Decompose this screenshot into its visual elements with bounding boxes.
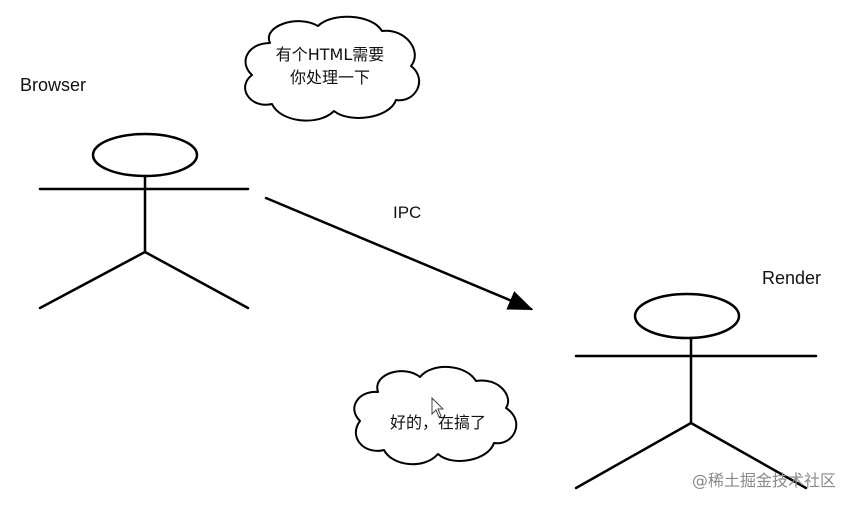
- bubble-reply: 好的，在搞了: [353, 365, 518, 466]
- message-ipc-label: IPC: [393, 203, 421, 222]
- message-ipc: IPC: [264, 196, 534, 311]
- actor-render: Render: [574, 268, 821, 490]
- bubble-request-line-2: 你处理一下: [290, 68, 370, 87]
- bubble-reply-cloud: [353, 365, 518, 466]
- actor-browser: Browser: [20, 75, 250, 310]
- watermark: @稀土掘金技术社区: [692, 471, 836, 490]
- mouse-cursor-icon: [431, 396, 445, 418]
- actor-browser-label: Browser: [20, 75, 86, 95]
- bubble-reply-text: 好的，在搞了: [390, 413, 486, 432]
- actor-render-head: [633, 292, 741, 340]
- bubble-request-line-1: 有个HTML需要: [276, 45, 385, 64]
- actor-browser-head: [91, 132, 199, 178]
- message-ipc-arrow: [264, 196, 534, 311]
- bubble-request-cloud: [244, 15, 421, 122]
- actor-render-right-leg: [689, 421, 808, 490]
- actor-render-label: Render: [762, 268, 821, 288]
- actor-browser-right-leg: [143, 250, 250, 310]
- actor-render-left-leg: [574, 421, 693, 490]
- actor-browser-left-leg: [38, 250, 147, 310]
- bubble-request: 有个HTML需要 你处理一下: [244, 15, 421, 122]
